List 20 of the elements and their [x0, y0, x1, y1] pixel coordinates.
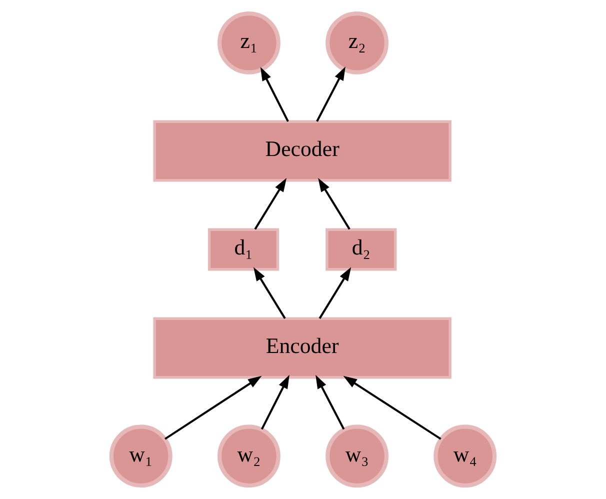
arrow	[254, 178, 287, 230]
arrow	[260, 66, 289, 122]
arrow	[164, 376, 262, 440]
node-box: d₁	[208, 228, 280, 271]
node-circle: w₂	[218, 424, 280, 488]
node-box: Decoder	[153, 120, 452, 182]
node-circle: w₄	[434, 424, 497, 488]
node-circle: z₂	[326, 11, 388, 74]
arrow	[318, 178, 350, 230]
arrow	[318, 267, 352, 319]
arrow	[260, 374, 290, 430]
arrow	[254, 267, 286, 319]
arrow	[316, 66, 346, 122]
node-circle: z₁	[218, 11, 280, 74]
node-circle: w₁	[109, 424, 172, 488]
node-circle: w₃	[326, 424, 388, 488]
node-box: Encoder	[153, 317, 452, 379]
arrow	[343, 376, 442, 440]
arrow	[316, 374, 345, 430]
node-box: d₂	[326, 228, 397, 271]
